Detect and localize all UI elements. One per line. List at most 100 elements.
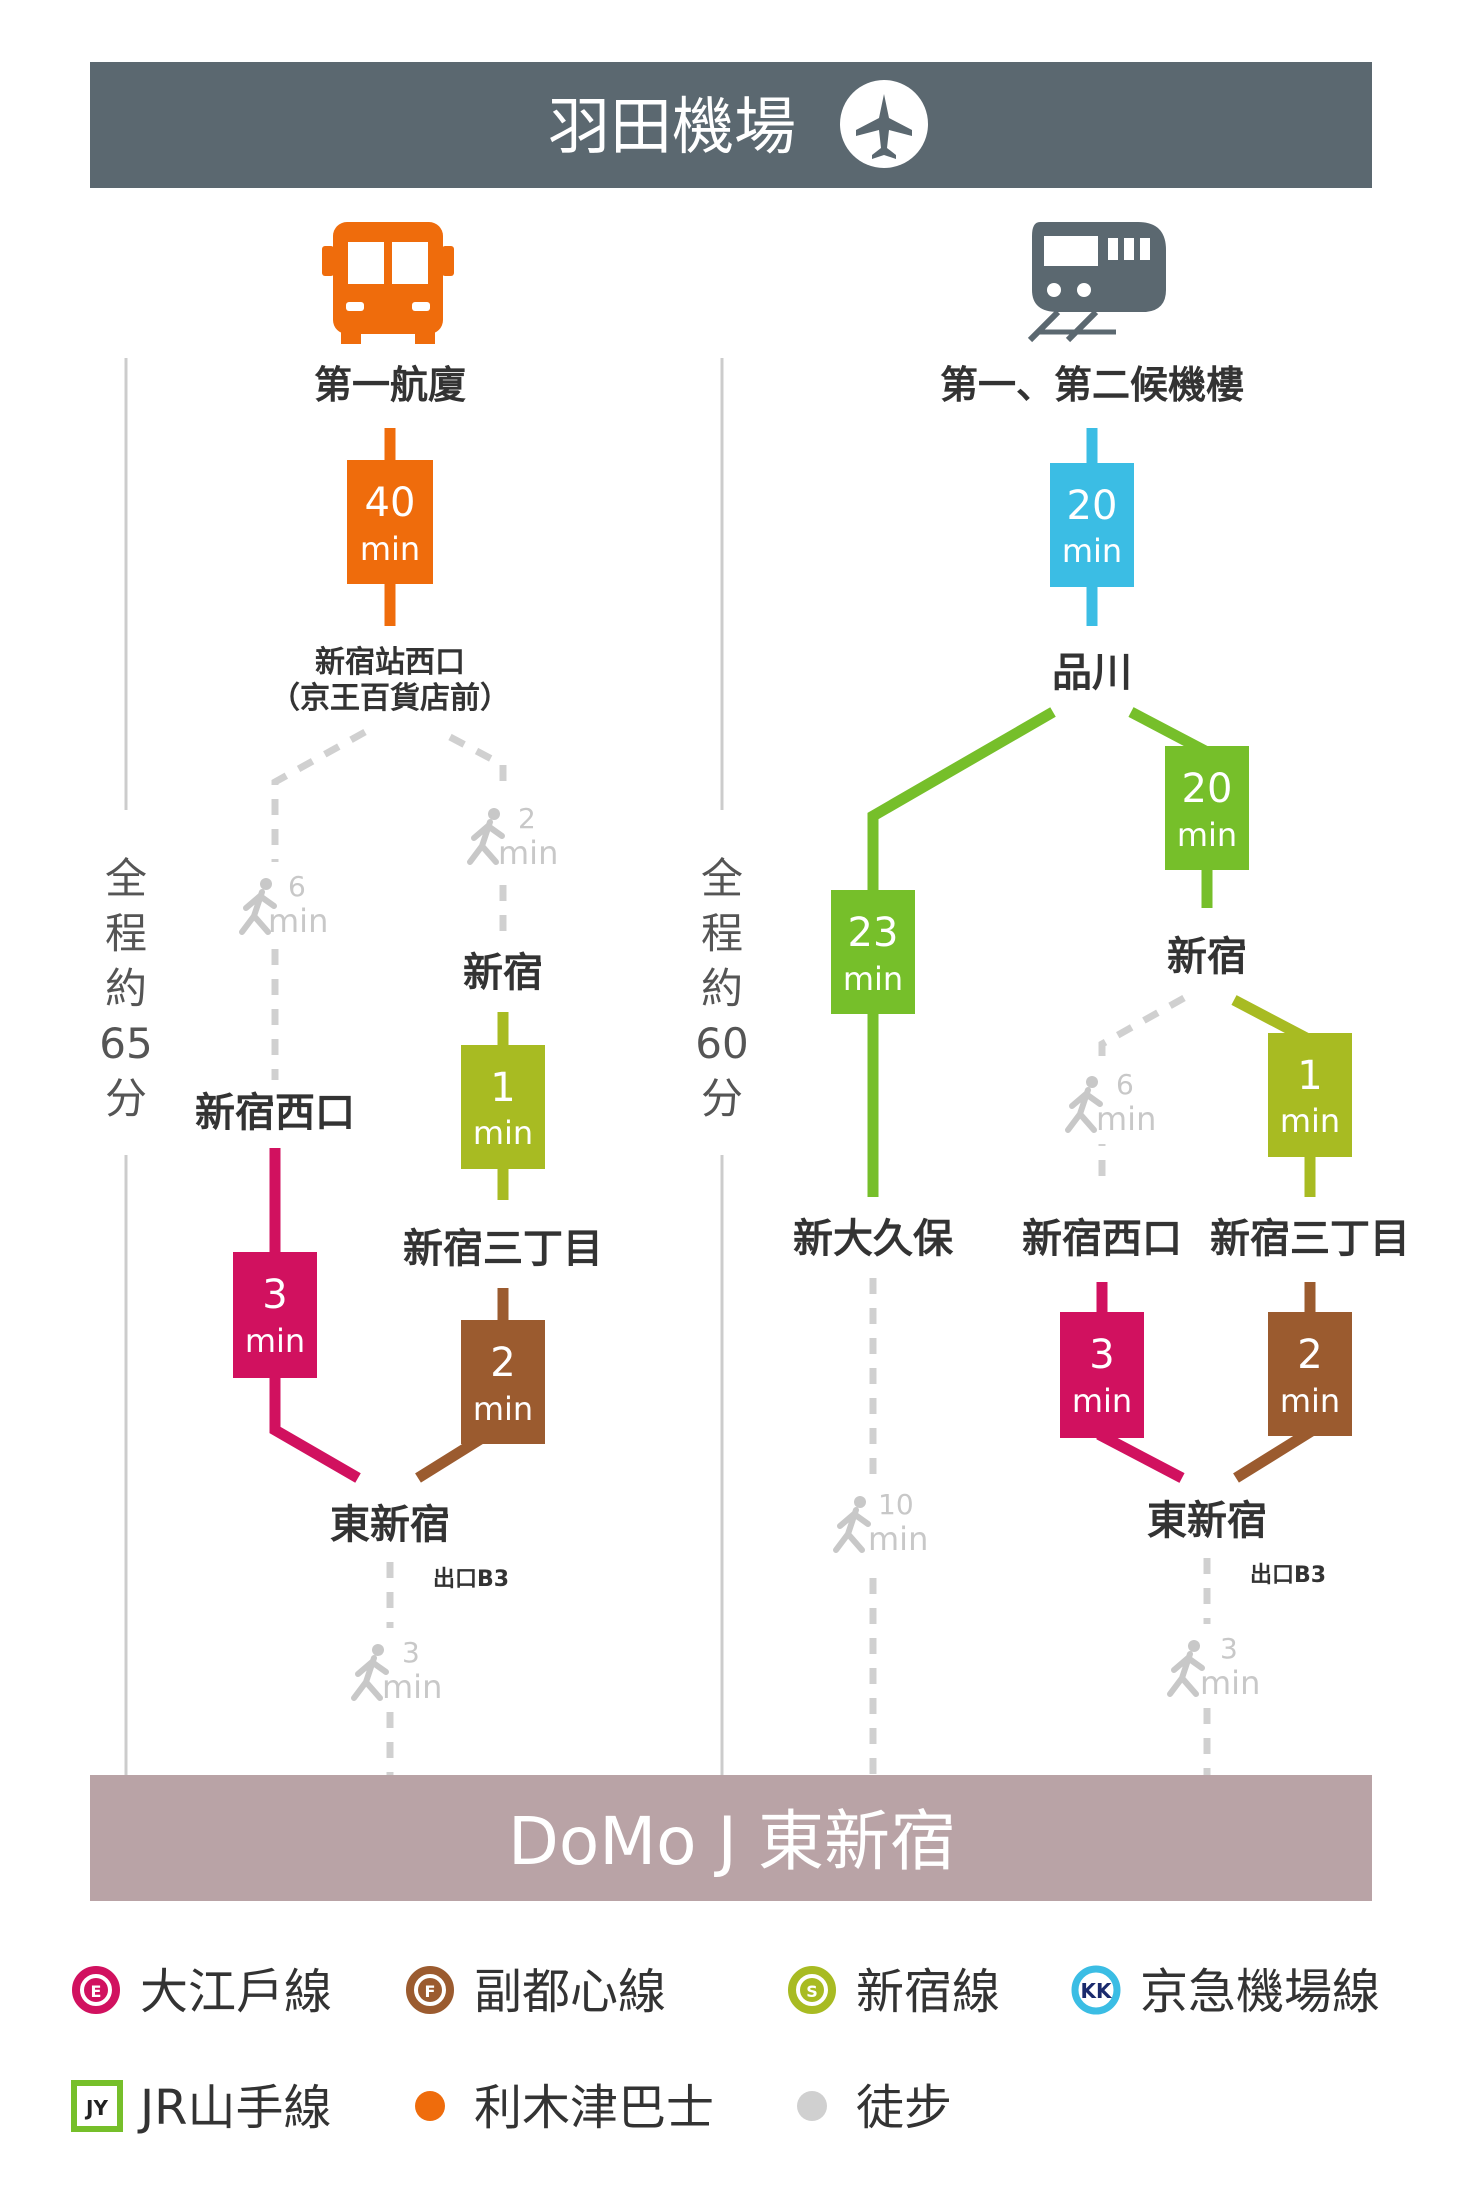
- shinjuku-line-time-unit: min: [473, 1114, 533, 1152]
- legend-item: KK 京急機場線: [1071, 1964, 1380, 2020]
- svg-text:S: S: [806, 1982, 818, 2001]
- walk-mid-unit: min: [1096, 1100, 1156, 1138]
- walk-final-num: 3: [1220, 1632, 1238, 1665]
- footer-title: DoMo J 東新宿: [508, 1803, 956, 1880]
- walk-long-num: 10: [878, 1488, 914, 1521]
- fukutoshin-time-num: 2: [490, 1340, 515, 1386]
- shinjuku-line-time-num: 1: [1297, 1053, 1322, 1099]
- bus-station-higashi: 東新宿: [330, 1502, 450, 1548]
- jr-left-time-unit: min: [843, 960, 903, 998]
- oedo-time-unit: min: [245, 1322, 305, 1360]
- oedo-line: [269, 1148, 361, 1483]
- bus-exit: 出口B3: [433, 1567, 509, 1592]
- train-exit: 出口B3: [1250, 1563, 1326, 1588]
- jr-right-time-unit: min: [1177, 816, 1237, 854]
- legend-label: 副都心線: [474, 1964, 666, 2020]
- header-bar: [90, 62, 1372, 188]
- bus-time-num: 40: [365, 480, 416, 526]
- svg-text:65: 65: [99, 1019, 152, 1068]
- walk-dot-icon: [797, 2091, 827, 2121]
- fukutoshin-time-num: 2: [1297, 1332, 1322, 1378]
- jr-right-time-box: [1165, 746, 1249, 870]
- svg-text:程: 程: [105, 909, 147, 958]
- jr-yamanote-badge-icon: [71, 2080, 123, 2132]
- walk-final-unit: min: [382, 1668, 442, 1706]
- svg-text:F: F: [425, 1982, 436, 2001]
- airplane-icon: [840, 80, 928, 168]
- bus-total-time: 全 程 約 65 分: [99, 854, 152, 1123]
- legend-label: 新宿線: [856, 1964, 1000, 2020]
- svg-text:60: 60: [695, 1019, 748, 1068]
- fukutoshin-time-box: [461, 1320, 545, 1444]
- shinjuku-line-time-box: [1268, 1033, 1352, 1157]
- oedo-time-box: [233, 1252, 317, 1378]
- train-origin: 第一、第二候機樓: [940, 363, 1244, 407]
- jr-left-time-box: [831, 890, 915, 1014]
- walk-left-unit: min: [268, 902, 328, 940]
- legend-item: F 副都心線: [406, 1964, 666, 2020]
- oedo-time-box: [1060, 1312, 1144, 1438]
- bus-stop-note: （京王百貨店前）: [270, 681, 510, 716]
- keikyu-time-box: [1050, 463, 1134, 587]
- oedo-time-num: 3: [1089, 1332, 1114, 1378]
- legend-item: S 新宿線: [788, 1964, 1000, 2020]
- bus-time-unit: min: [360, 530, 420, 568]
- legend-item: 利木津巴士: [415, 2080, 714, 2136]
- footer-bar: [90, 1775, 1372, 1901]
- shinjuku-line-time-box: [461, 1045, 545, 1169]
- svg-text:E: E: [91, 1982, 102, 2001]
- legend-item: E 大江戶線: [72, 1964, 332, 2020]
- walk-right-num: 2: [518, 802, 536, 835]
- walk-final-num: 3: [402, 1636, 420, 1669]
- train-station-higashi: 東新宿: [1147, 1498, 1267, 1544]
- bus-stop-name: 新宿站西口: [315, 645, 465, 680]
- legend-label: 利木津巴士: [474, 2080, 714, 2136]
- keikyu-time-unit: min: [1062, 532, 1122, 570]
- walk-long-unit: min: [868, 1520, 928, 1558]
- svg-text:約: 約: [105, 964, 147, 1013]
- train-station-nishi: 新宿西口: [1022, 1216, 1182, 1262]
- bus-time-box: [347, 460, 433, 584]
- svg-text:全: 全: [701, 854, 743, 903]
- oedo-time-num: 3: [262, 1272, 287, 1318]
- bus-station-nishi: 新宿西口: [195, 1090, 355, 1136]
- bus-station-sanchome: 新宿三丁目: [403, 1226, 603, 1272]
- svg-text:約: 約: [701, 964, 743, 1013]
- fukutoshin-time-unit: min: [1280, 1382, 1340, 1420]
- keikyu-line-badge-icon: [1071, 1965, 1121, 2015]
- fukutoshin-time-unit: min: [473, 1390, 533, 1428]
- train-station-shinagawa: 品川: [1052, 650, 1132, 696]
- legend-label: JR山手線: [137, 2080, 332, 2136]
- legend-item: JY JR山手線: [71, 2080, 332, 2136]
- svg-text:KK: KK: [1081, 1979, 1113, 2003]
- walk-right-unit: min: [498, 834, 558, 872]
- bus-origin: 第一航廈: [314, 363, 466, 407]
- shinjuku-line-time-unit: min: [1280, 1102, 1340, 1140]
- fukutoshin-time-box: [1268, 1312, 1352, 1436]
- train-icon: [1027, 222, 1166, 343]
- svg-text:分: 分: [701, 1074, 743, 1123]
- jr-right-time-num: 20: [1182, 766, 1233, 812]
- header-title: 羽田機場: [548, 90, 796, 163]
- jr-line-left: [867, 707, 1056, 1197]
- legend-item: 徒步: [797, 2080, 952, 2136]
- walk-mid-num: 6: [1116, 1068, 1134, 1101]
- svg-text:JY: JY: [84, 2096, 108, 2120]
- oedo-time-unit: min: [1072, 1382, 1132, 1420]
- walk-final-unit: min: [1200, 1664, 1260, 1702]
- train-station-sanchome: 新宿三丁目: [1210, 1216, 1410, 1262]
- jr-left-time-num: 23: [848, 910, 899, 956]
- svg-text:程: 程: [701, 909, 743, 958]
- walk-left-num: 6: [288, 870, 306, 903]
- legend-label: 徒步: [856, 2080, 952, 2136]
- bus-station-shinjuku: 新宿: [463, 950, 543, 996]
- bus-icon: [322, 222, 454, 344]
- svg-text:分: 分: [105, 1074, 147, 1123]
- train-station-shinokubo: 新大久保: [793, 1216, 954, 1262]
- keikyu-time-num: 20: [1067, 483, 1118, 529]
- svg-text:全: 全: [105, 854, 147, 903]
- train-station-shinjuku: 新宿: [1167, 934, 1247, 980]
- legend-label: 大江戶線: [140, 1964, 332, 2020]
- shinjuku-line-time-num: 1: [490, 1065, 515, 1111]
